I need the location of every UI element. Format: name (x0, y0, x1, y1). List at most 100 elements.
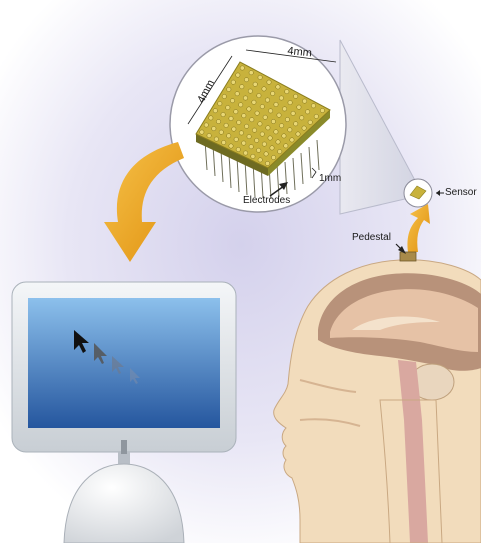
electrode-pad (276, 85, 280, 89)
electrode-pad (218, 101, 222, 105)
electrode-pad (267, 80, 271, 84)
electrode-pad (221, 112, 225, 116)
electrode-pad (249, 145, 253, 149)
electrode-pad (300, 116, 304, 120)
label-electrode-length: 1mm (319, 174, 341, 184)
electrode-pad (239, 131, 243, 135)
electrode-pad (204, 123, 208, 127)
electrode-pad (230, 99, 234, 103)
electrode-pad (256, 148, 260, 152)
electrode-pad (305, 110, 309, 114)
electrode-pad (234, 137, 238, 141)
electrode-pad (296, 132, 300, 136)
electrode-pad (226, 105, 230, 109)
electrode-pad (236, 73, 240, 77)
electrode-pad (277, 113, 281, 117)
electrode-pad (252, 100, 256, 104)
electrode-pad (237, 120, 241, 124)
electrode-pad (262, 87, 266, 91)
electrode-pad (247, 107, 251, 111)
electrode-pad (214, 137, 218, 141)
electrode-pad (239, 103, 243, 107)
electrode-pad (227, 134, 231, 138)
electrode-pad (285, 89, 289, 93)
electrode-pad (282, 134, 286, 138)
electrode-pad (266, 126, 270, 130)
electrode-pad (255, 138, 259, 142)
electrode-pad (291, 111, 295, 115)
electrode-pad (278, 149, 282, 153)
electrode-pad (200, 130, 204, 134)
electrode-pad (260, 132, 264, 136)
electrode-pad (290, 138, 294, 142)
electrode-pad (212, 126, 216, 130)
electrode-pad (257, 93, 261, 97)
electrode-pad (243, 151, 247, 155)
electrode-pad (288, 128, 292, 132)
electrode-pad (263, 115, 267, 119)
electrode-pad (252, 128, 256, 132)
electrode-pad (294, 94, 298, 98)
electrode-pad (258, 122, 262, 126)
electrode-pad (231, 80, 235, 84)
electrode-pad (209, 116, 213, 120)
electrode-pad (276, 140, 280, 144)
magnified-sensor-view (170, 36, 346, 212)
electrode-pad (279, 96, 283, 100)
electrode-pad (282, 107, 286, 111)
electrode-pad (224, 123, 228, 127)
electrode-pad (244, 78, 248, 82)
label-pedestal: Pedestal (352, 233, 391, 243)
electrode-pad (222, 94, 226, 98)
electrode-pad (258, 158, 262, 162)
electrode-pad (271, 119, 275, 123)
electrode-pad (262, 142, 266, 146)
electrode-pad (253, 82, 257, 86)
electrode-pad (271, 91, 275, 95)
electrode-pad (302, 126, 306, 130)
electrode-pad (297, 105, 301, 109)
electrode-pad (274, 102, 278, 106)
electrode-pad (284, 144, 288, 148)
electrode-pad (222, 140, 226, 144)
electrode-pad (236, 147, 240, 151)
electrode-pad (216, 119, 220, 123)
electrode-pad (248, 89, 252, 93)
label-electrodes: Electrodes (243, 196, 290, 206)
electrode-pad (268, 109, 272, 113)
electrode-pad (265, 161, 269, 165)
electrode-pad (288, 100, 292, 104)
electrode-pad (229, 116, 233, 120)
electrode-pad (240, 66, 244, 70)
electrode-pad (242, 114, 246, 118)
electrode-pad (247, 134, 251, 138)
electrode-pad (227, 87, 231, 91)
electrode-pad (268, 136, 272, 140)
electrode-pad (264, 152, 268, 156)
electrode-pad (243, 96, 247, 100)
electrode-pad (235, 92, 239, 96)
electrode-pad (258, 75, 262, 79)
electrode-pad (219, 130, 223, 134)
electrode-pad (232, 127, 236, 131)
electrode-pad (308, 120, 312, 124)
electrode-pad (320, 108, 324, 112)
electrode-pad (265, 98, 269, 102)
electrode-pad (234, 110, 238, 114)
electrode-pad (274, 130, 278, 134)
electrode-pad (311, 104, 315, 108)
electrode-pad (285, 117, 289, 121)
electrode-pad (244, 124, 248, 128)
label-sensor: Sensor (445, 188, 477, 198)
electrode-pad (240, 85, 244, 89)
electrode-pad (229, 144, 233, 148)
electrode-pad (270, 146, 274, 150)
electrode-pad (294, 122, 298, 126)
electrode-pad (249, 71, 253, 75)
electrode-pad (251, 154, 255, 158)
electrode-pad (279, 124, 283, 128)
electrode-pad (213, 109, 217, 113)
electrode-pad (250, 118, 254, 122)
monitor-screen (28, 298, 220, 428)
